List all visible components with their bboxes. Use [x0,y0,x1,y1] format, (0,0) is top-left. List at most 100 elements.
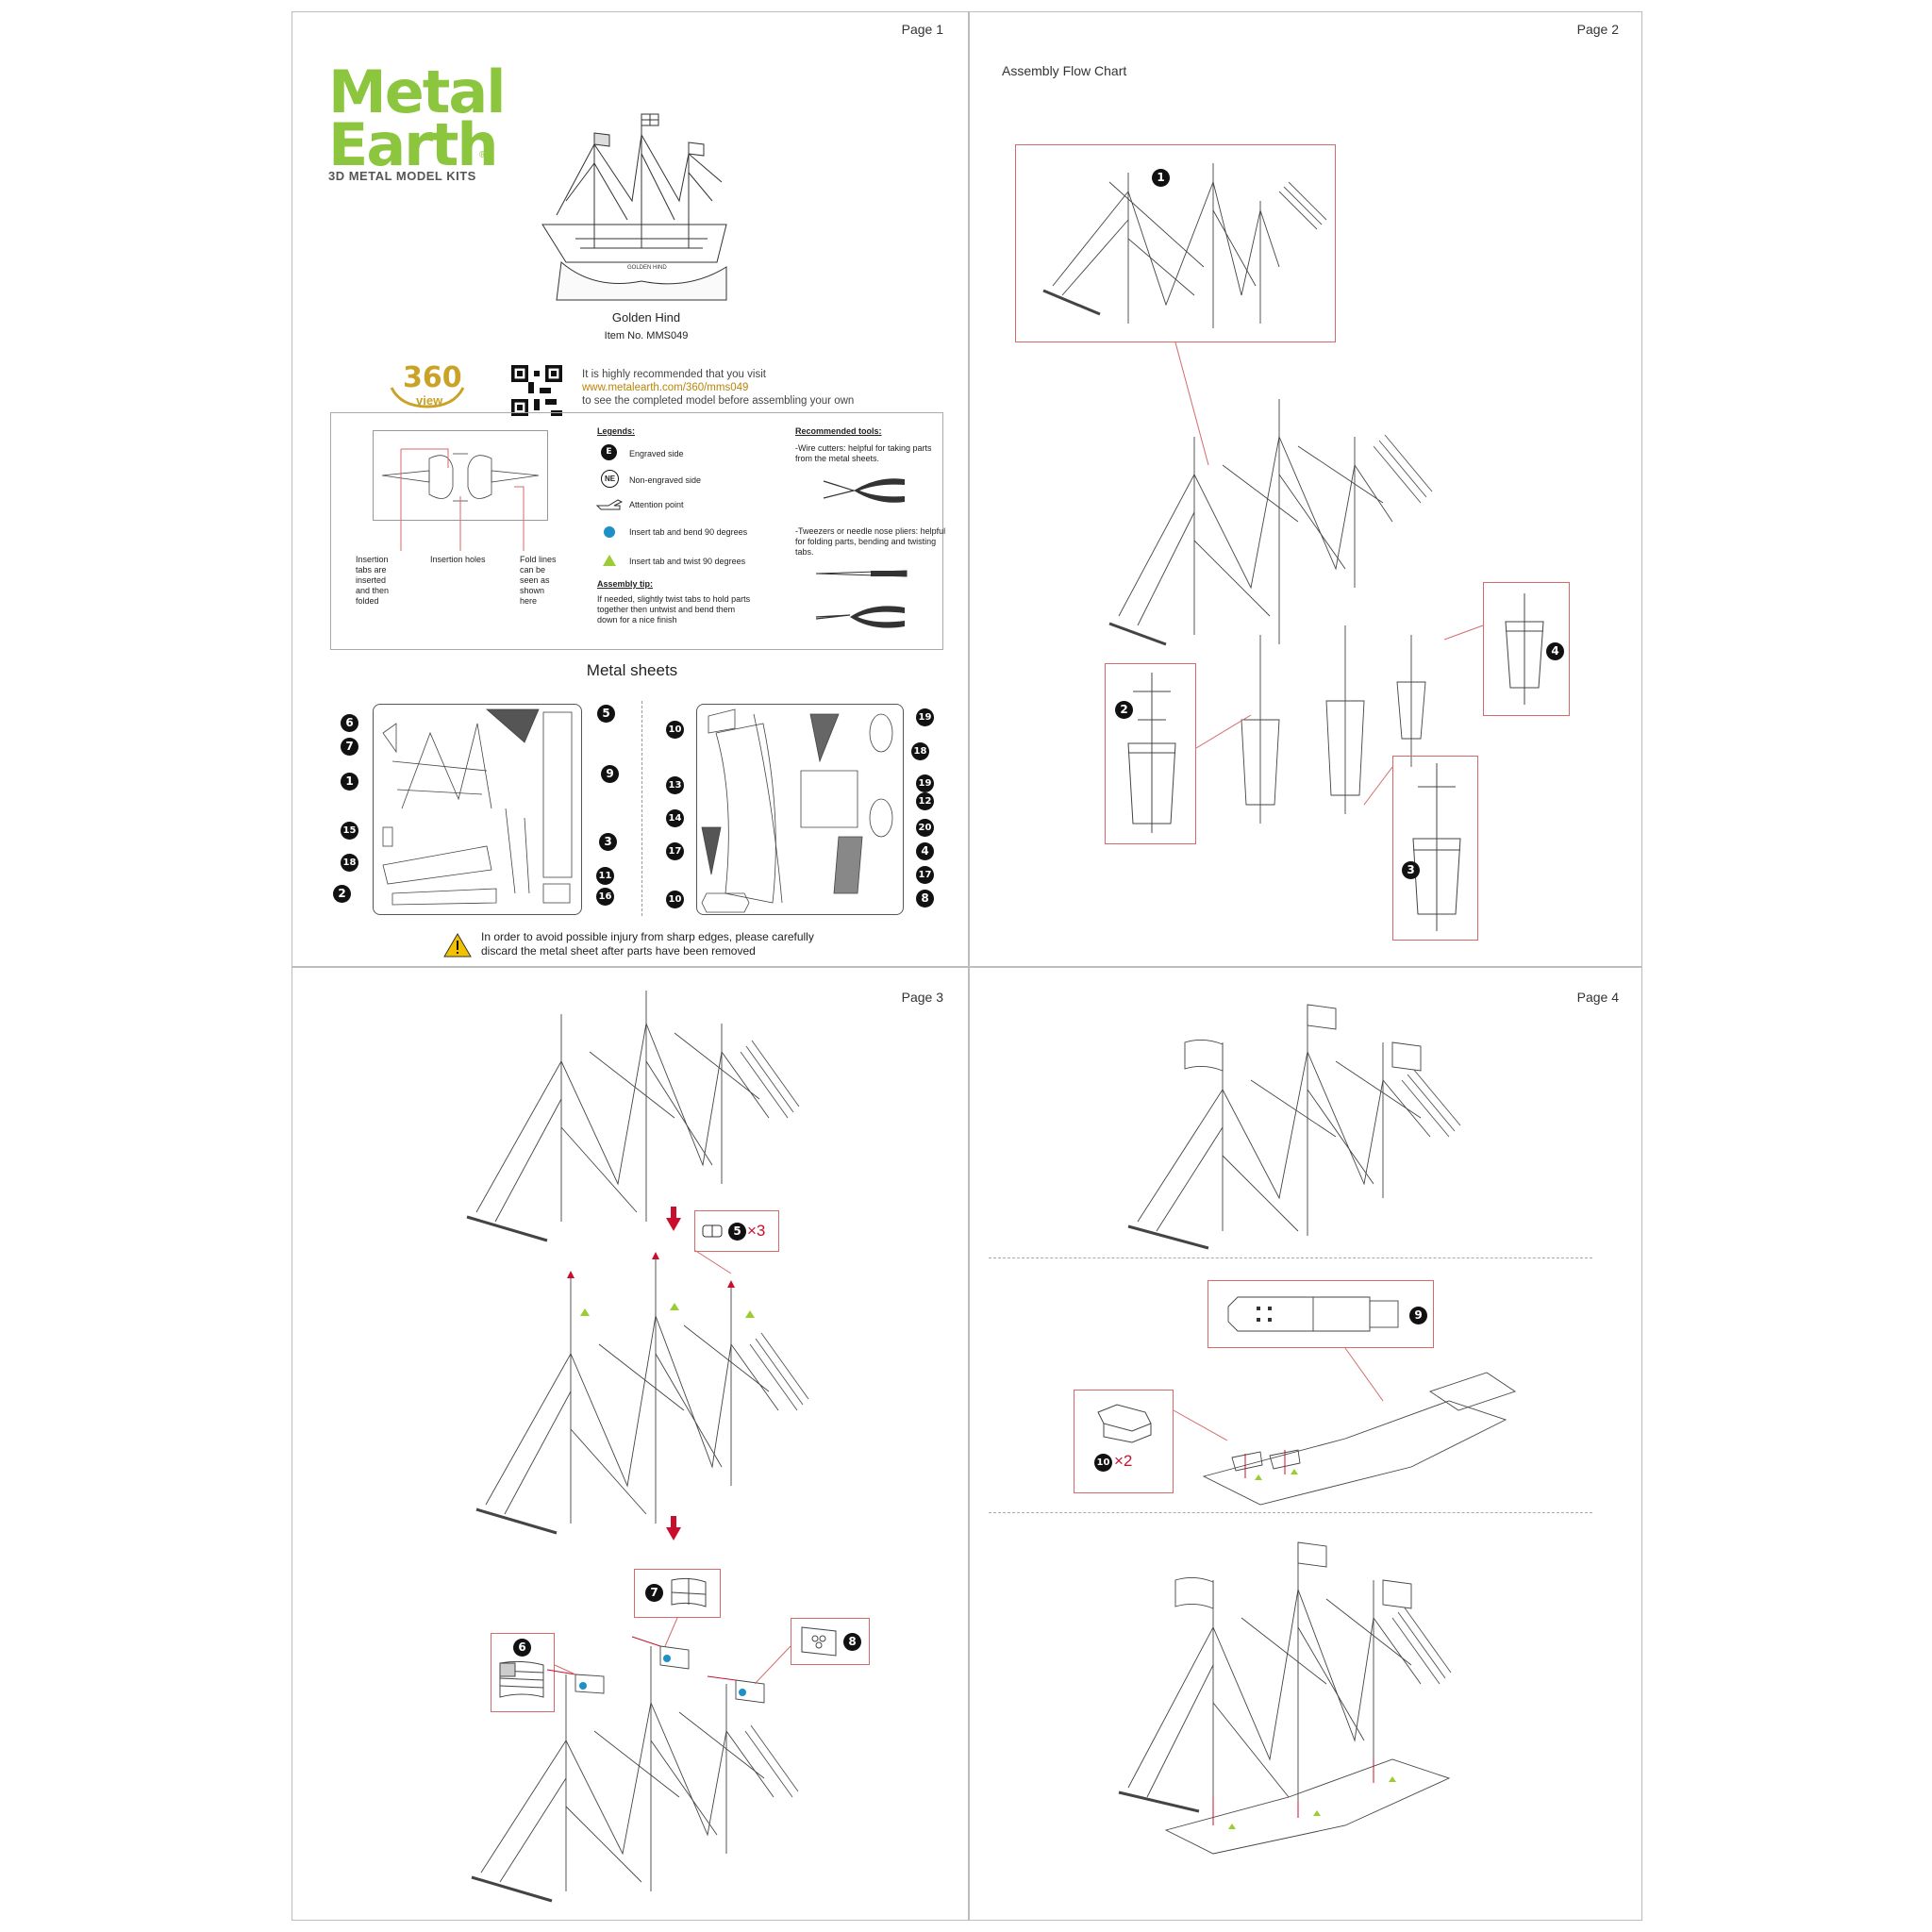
callout-box-part-6 [491,1633,555,1712]
sheet1-callout-15: 15 [341,822,358,840]
needle-nose-pliers-icon [815,606,905,628]
view-360-link[interactable]: www.metalearth.com/360/mms049 [582,382,749,393]
warning-icon [443,933,472,958]
part-10-quantity: ×2 [1114,1452,1133,1470]
visit-text: It is highly recommended that you visit [582,369,766,380]
red-down-arrow-1 [666,1207,681,1231]
brand-logo-line1: Metal [328,58,506,126]
attention-hand-icon [595,499,624,510]
flow-callout-4: 4 [1546,642,1564,660]
final-assembly-diagram [1118,1541,1452,1855]
flag-7-icon [671,1577,707,1607]
connector-line-5 [693,1249,732,1274]
warning-line-1: In order to avoid possible injury from s… [481,930,814,943]
connector-line-2 [1195,714,1252,749]
wire-cutters-icon [823,478,905,503]
sheet-2-parts [701,708,893,913]
flow-callout-3: 3 [1402,861,1420,879]
sheet2-callout-18: 18 [911,742,929,760]
part-3-mast-diagram [1412,763,1461,931]
connector-line-3 [1363,766,1393,806]
registered-mark: ® [479,150,487,160]
warning-line-2: discard the metal sheet after parts have… [481,944,756,958]
sheet2-callout-4: 4 [916,842,934,860]
engraved-side-icon: E [601,444,617,460]
part-10-tray-diagram [1097,1404,1152,1443]
sheet2-callout-10-top: 10 [666,721,684,739]
sheet-1-parts [382,708,573,906]
part-5-quantity: ×3 [747,1222,766,1240]
legend-bend-90: Insert tab and bend 90 degrees [629,527,748,537]
step-separator-1 [989,1257,1592,1258]
step-ship-rigging-middle [475,1252,809,1535]
sheet2-callout-17-right: 17 [916,866,934,884]
callout-box-part-7 [634,1569,721,1618]
connector-line-1 [1174,341,1209,466]
legend-attention: Attention point [629,500,684,509]
page-number: Page 2 [1576,22,1619,37]
brand-tagline: 3D METAL MODEL KITS [328,169,476,183]
visit-text-end: to see the completed model before assemb… [582,395,855,407]
step-ship-with-flags [471,1636,799,1903]
mast-sections-diagram [1241,625,1426,824]
tool-wire-cutters: -Wire cutters: helpful for taking parts … [795,443,932,463]
page-number: Page 3 [901,990,943,1005]
sheet2-callout-19-top: 19 [916,708,934,726]
legend-twist-90: Insert tab and twist 90 degrees [629,557,746,566]
deck-assembly-diagram [1202,1372,1517,1506]
legends-title: Legends: [597,426,636,436]
green-triangle-icon [603,555,616,566]
sheet1-callout-9: 9 [601,765,619,783]
fold-example-diagram [381,448,540,551]
sheet1-callout-16: 16 [596,888,614,906]
completed-rigging-with-flags [1127,1004,1461,1250]
connector-lines-deck [1173,1347,1384,1441]
part-9-deck-diagram [1227,1296,1399,1332]
tweezers-icon [815,570,908,577]
sheet2-callout-19-mid: 19 [916,774,934,792]
metal-sheets-title: Metal sheets [586,661,678,679]
sheet1-callout-2: 2 [333,885,351,903]
legend-box: Insertion tabs are inserted and then fol… [330,412,945,650]
callout-box-part-9 [1208,1280,1434,1348]
callout-box-part-8 [791,1618,870,1665]
flag-8-icon [801,1626,837,1657]
connector-lines-flags [554,1617,791,1685]
part-4-mast-diagram [1505,593,1544,705]
hull-name-text: GOLDEN HIND [627,265,667,271]
callout-box-part-4 [1483,582,1570,716]
product-name: Golden Hind [611,310,681,325]
sheet1-callout-5: 5 [597,705,615,723]
sheet2-callout-13: 13 [666,776,684,794]
sheet2-callout-12: 12 [916,792,934,810]
sheet1-callout-6: 6 [341,714,358,732]
page-4: Page 4 9 10 [968,967,1643,1921]
sheet1-callout-7: 7 [341,738,358,756]
sheet2-callout-10-bottom: 10 [666,891,684,908]
assembly-tip-text: If needed, slightly twist tabs to hold p… [597,594,751,625]
legend-label-insertion-holes: Insertion holes [430,555,486,564]
sheet1-callout-18: 18 [341,854,358,872]
callout-box-part-5 [694,1210,779,1252]
non-engraved-side-icon: NE [601,470,619,488]
step-callout-6: 6 [513,1639,531,1657]
callout-box-part-3 [1392,756,1478,941]
step-callout-8: 8 [843,1633,861,1651]
sheet-divider [641,701,642,916]
callout-box-part-2 [1105,663,1196,844]
step-separator-2 [989,1512,1592,1513]
callout-box-part-1 [1015,144,1336,342]
red-down-arrow-2 [666,1516,681,1541]
step-callout-7: 7 [645,1584,663,1602]
main-assembly-diagram [1108,399,1433,646]
callout-box-part-10 [1074,1390,1174,1493]
recommended-tools-title: Recommended tools: [795,426,882,436]
step-callout-5: 5 [728,1223,746,1241]
legend-label-insertion-tabs: Insertion tabs are inserted and then fol… [356,555,390,606]
step-ship-rigging-top [466,991,800,1242]
instruction-sheet: Page 1 Metal Earth ® 3D METAL MODEL KITS… [291,11,1642,1921]
badge-360-number: 360 [403,361,462,394]
page-1: Page 1 Metal Earth ® 3D METAL MODEL KITS… [292,12,968,966]
view-360-badge: 360 view [382,359,472,412]
sheet2-callout-14: 14 [666,809,684,827]
